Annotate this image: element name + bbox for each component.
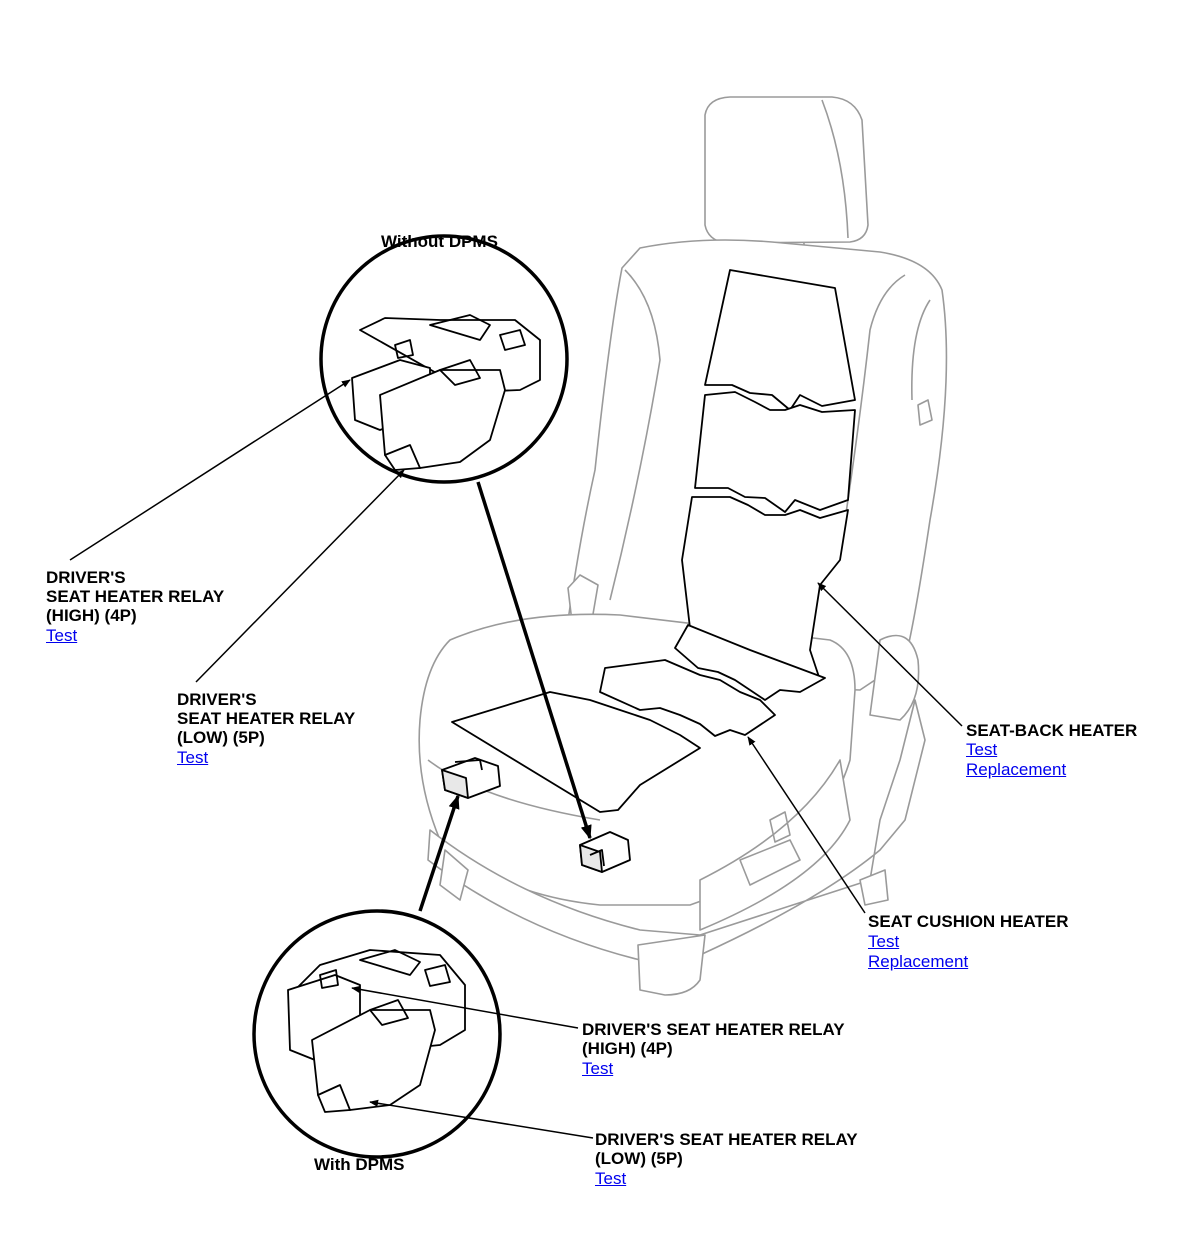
test-link-seat-back-heater[interactable]: Test	[966, 740, 998, 759]
seat-base	[427, 699, 926, 961]
headrest	[704, 96, 869, 244]
pointer-without-dpms	[476, 481, 592, 840]
callout-label: DRIVER'S SEAT HEATER RELAY	[595, 1130, 858, 1149]
leader-low-relay-with	[369, 1099, 594, 1139]
callout-label: SEAT HEATER RELAY	[177, 709, 356, 728]
relay-on-seat-rear	[579, 831, 631, 873]
callout-label: (HIGH) (4P)	[46, 606, 137, 625]
leader-lines	[69, 379, 963, 1139]
heading-with-dpms: With DPMS	[314, 1155, 405, 1174]
callout-label: SEAT HEATER RELAY	[46, 587, 225, 606]
leader-seat-back-heater	[817, 582, 963, 727]
pointer-with-dpms	[418, 794, 460, 912]
callout-label: SEAT CUSHION HEATER	[868, 912, 1069, 931]
test-link-high-relay-without-dpms[interactable]: Test	[46, 626, 78, 645]
test-link-low-relay-without-dpms[interactable]: Test	[177, 748, 209, 767]
detail-circle-without-dpms	[319, 234, 569, 484]
replacement-link-seat-back-heater[interactable]: Replacement	[966, 760, 1067, 779]
seat-cushion-heater-pad	[451, 624, 826, 813]
callout-label: DRIVER'S	[46, 568, 126, 587]
seat-back-heater-pad	[681, 269, 856, 681]
leader-low-relay-without	[195, 469, 405, 683]
test-link-seat-cushion-heater[interactable]: Test	[868, 932, 900, 951]
replacement-link-seat-cushion-heater[interactable]: Replacement	[868, 952, 969, 971]
callout-label: (LOW) (5P)	[595, 1149, 683, 1168]
relay-on-seat-front	[441, 757, 501, 799]
leader-high-relay-with	[351, 985, 579, 1029]
test-link-low-relay-with-dpms[interactable]: Test	[595, 1169, 627, 1188]
heading-without-dpms: Without DPMS	[381, 232, 498, 251]
test-link-high-relay-with-dpms[interactable]: Test	[582, 1059, 614, 1078]
leader-high-relay-without	[69, 379, 351, 561]
callout-label: DRIVER'S	[177, 690, 257, 709]
detail-circle-with-dpms	[252, 909, 502, 1159]
leader-seat-cushion-heater	[747, 736, 866, 914]
callout-label: (HIGH) (4P)	[582, 1039, 673, 1058]
callout-label: (LOW) (5P)	[177, 728, 265, 747]
callout-label: SEAT-BACK HEATER	[966, 721, 1138, 740]
callout-label: DRIVER'S SEAT HEATER RELAY	[582, 1020, 845, 1039]
